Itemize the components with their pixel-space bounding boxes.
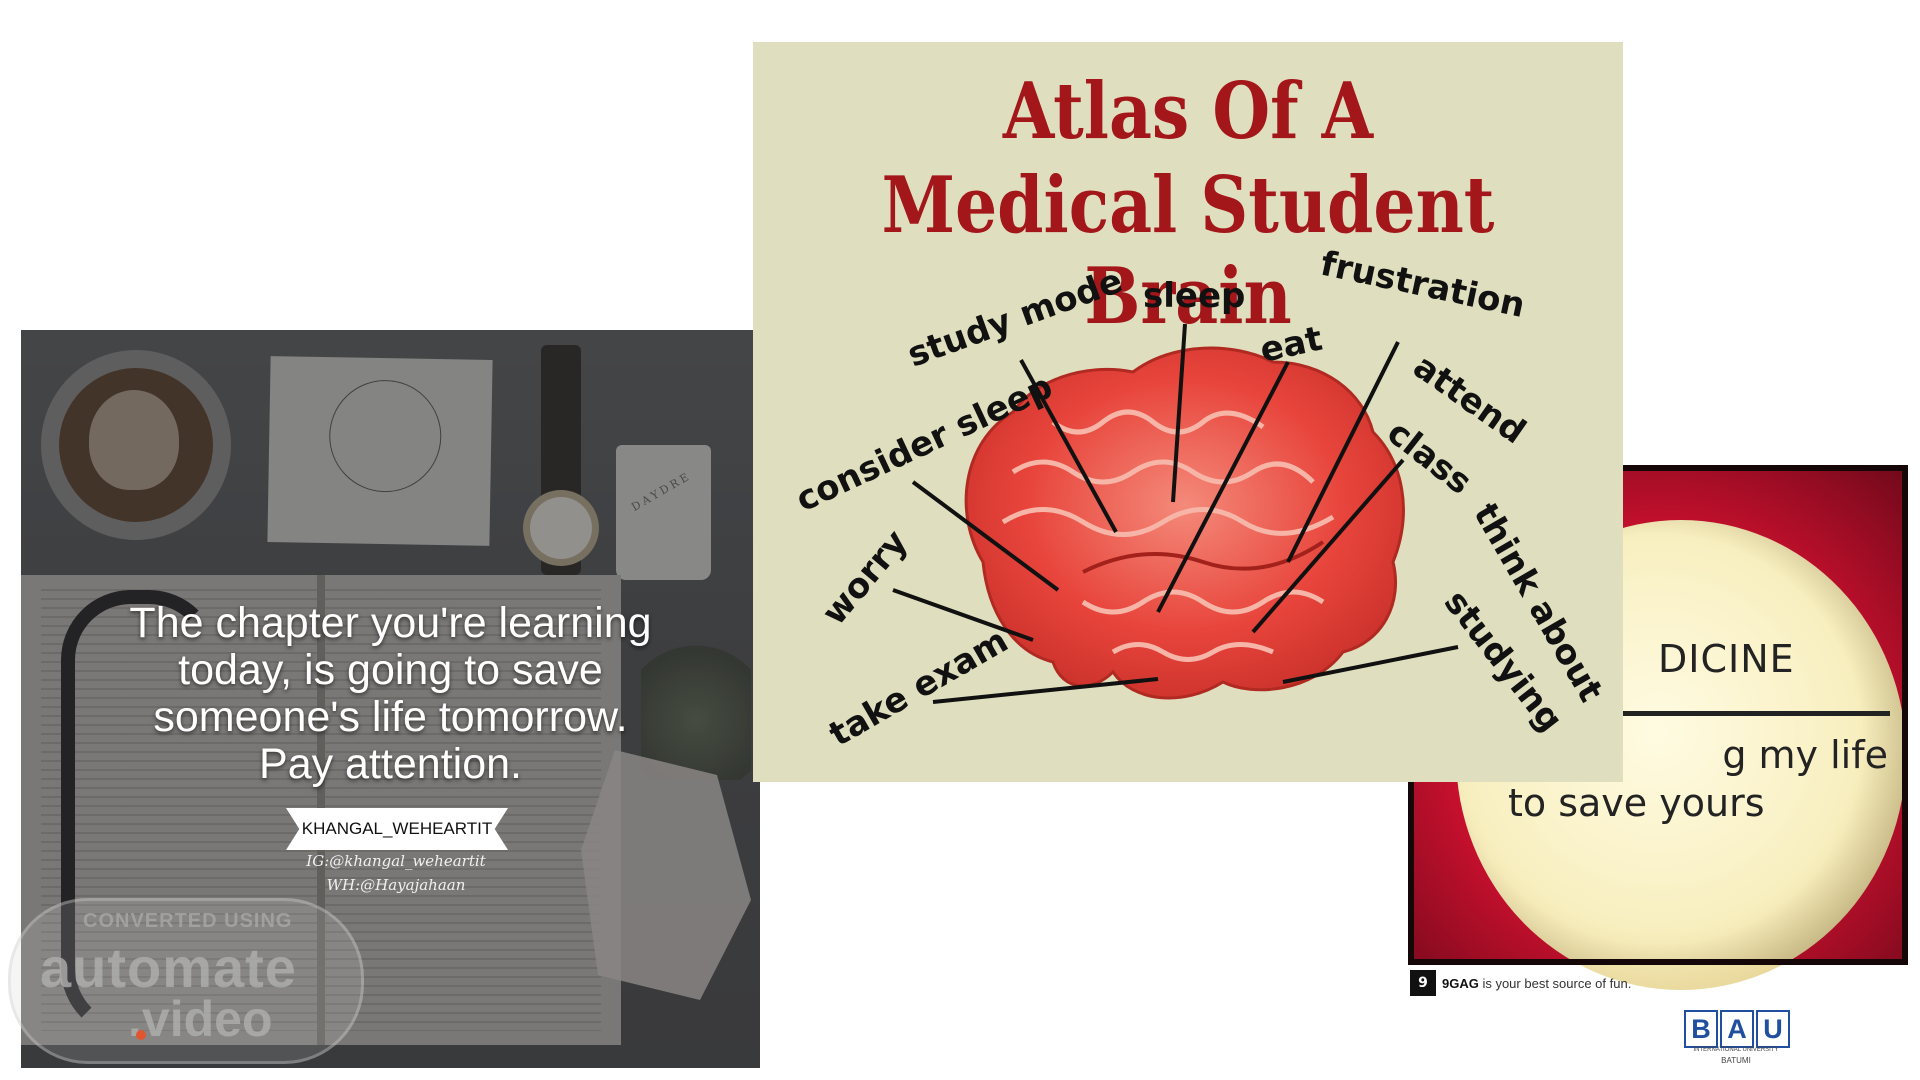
atlas-title-line-2: Medical Student Brain [881,160,1495,342]
pointer-sleep [1171,323,1187,503]
pointer-worry [892,588,1034,642]
brain-illustration [964,346,1405,700]
quote-line: Pay attention. [259,740,522,788]
bau-letter: U [1756,1010,1790,1048]
watermark-badge [8,898,364,1064]
quote-text: The chapter you're learning today, is go… [21,600,760,788]
card-line-1: DICINE [1658,637,1795,681]
latte-cup-image [41,350,231,540]
label-pointer-lines [892,323,1459,704]
pointer-frustration [1286,341,1400,563]
paper-cup-image: DAYDRE [616,445,711,580]
instagram-handle: IG:@khangal_weheartit [306,852,486,870]
gag-tagline-text: is your best source of fun. [1478,975,1632,991]
label-study-mode: study mode [902,261,1127,376]
pointer-class [1251,458,1405,634]
atlas-title-line-1: Atlas Of A [1002,66,1374,157]
pointer-take-exam [932,677,1159,704]
bau-logo: B A U [1684,1010,1790,1048]
watermark-sub-text: .video [128,991,273,1047]
card-line-2: g my life [1722,733,1888,777]
9gag-logo-icon: 9 [1410,970,1436,996]
label-take-exam: take exam [823,621,1015,755]
card-divider [1618,711,1890,716]
gag-tagline: 9GAG is your best source of fun. [1442,976,1631,991]
bau-letter: A [1720,1010,1754,1048]
watermark-main-text: automate [40,936,297,999]
brain-atlas-image: Atlas Of A Medical Student Brain [753,42,1623,782]
pointer-studying [1282,645,1459,684]
pointer-eat [1156,361,1290,613]
quote-line: The chapter you're learning [129,599,652,647]
label-frustration: frustration [1317,244,1528,326]
watermark-dot-icon [136,1030,146,1040]
pointer-study-mode [1019,359,1118,533]
label-eat: eat [1257,319,1326,371]
gag-caption: 9 9GAG is your best source of fun. [1410,970,1631,996]
brain-diagram: study mode sleep frustration eat attend … [790,244,1611,755]
label-worry: worry [814,522,916,632]
bau-city: BATUMI [1721,1056,1751,1065]
gag-brand: 9GAG [1442,975,1479,991]
author-banner: KHANGAL_WEHEARTIT [286,808,508,850]
quote-line: someone's life tomorrow. [153,693,628,741]
bau-subtitle: INTERNATIONAL UNIVERSITY [1693,1047,1779,1053]
bau-letter: B [1684,1010,1718,1048]
card-line-3: to save yours [1508,781,1765,825]
quote-line: today, is going to save [178,646,603,694]
plant-image [641,630,751,780]
pointer-consider-sleep [911,480,1060,592]
watch-image [523,490,599,566]
watermark-top-text: CONVERTED USING [83,910,293,932]
label-sleep: sleep [1143,276,1245,316]
weheartit-handle: WH:@Hayajahaan [326,876,466,894]
